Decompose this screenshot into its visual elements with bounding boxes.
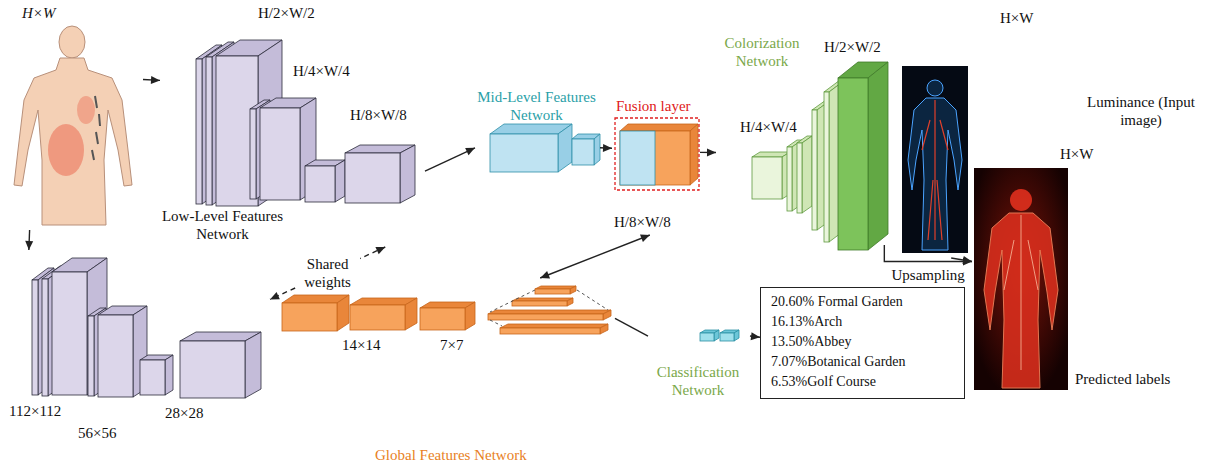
node-label: H×W bbox=[1060, 145, 1093, 163]
node-label: 28×28 bbox=[165, 404, 203, 422]
mid-level-network: Mid-Level Features Network bbox=[475, 88, 600, 180]
global-dashes bbox=[490, 290, 608, 326]
caption-label: Predicted labels bbox=[1075, 370, 1170, 388]
connector bbox=[270, 247, 385, 299]
node-label: 16.13%Arch bbox=[771, 314, 842, 331]
layer-block bbox=[420, 302, 475, 330]
classification-network: Classification Network bbox=[648, 325, 750, 410]
layer-block bbox=[140, 355, 173, 395]
layer-block bbox=[838, 62, 888, 250]
layer-block bbox=[752, 152, 790, 199]
fusion-mid-half bbox=[620, 131, 655, 185]
connector bbox=[25, 230, 33, 250]
colorization-network: Colorization NetworkH/4×W/4 H/2×W/2 bbox=[716, 30, 897, 245]
connector bbox=[700, 148, 716, 156]
node-label: 7.07%Botanical Garden bbox=[771, 354, 906, 371]
luminance-image bbox=[902, 66, 968, 253]
connector bbox=[951, 256, 972, 264]
layer-block bbox=[180, 332, 261, 398]
global-network: 14×14 7×7Global Features Network bbox=[275, 278, 615, 470]
node-label: 20.60% Formal Garden bbox=[771, 294, 903, 311]
layer-block bbox=[490, 124, 572, 172]
connector bbox=[884, 245, 972, 266]
connector-label: Upsampling bbox=[889, 266, 966, 284]
node-label: H/4×W/4 bbox=[293, 62, 350, 80]
connector bbox=[425, 148, 475, 171]
node-label: H/4×W/4 bbox=[740, 118, 797, 136]
node-label: Luminance (Input image) bbox=[1076, 93, 1206, 129]
layer-block bbox=[535, 286, 576, 294]
output-image: H×W bbox=[972, 145, 1112, 393]
node-label: Colorization Network bbox=[716, 34, 808, 70]
node-label: H/2×W/2 bbox=[824, 38, 881, 56]
connector bbox=[750, 332, 760, 340]
input-figure bbox=[14, 26, 132, 225]
layer-block bbox=[345, 145, 415, 203]
node-label: Fusion layer bbox=[616, 97, 691, 115]
layer-block bbox=[797, 136, 812, 213]
low-level-network: H/2×W/2H/4×W/4H/8×W/8Low-Level Features … bbox=[160, 2, 425, 247]
layer-block bbox=[500, 324, 608, 334]
node-label: H×W bbox=[1000, 9, 1033, 27]
layer-block bbox=[350, 298, 417, 330]
node-label: 6.53%Golf Course bbox=[771, 374, 876, 391]
layer-block bbox=[282, 295, 349, 331]
fusion-outline bbox=[615, 118, 699, 190]
fusion-layer: Fusion layerH/8×W/8 bbox=[612, 95, 700, 235]
node-label: 56×56 bbox=[78, 424, 116, 442]
node-label: Global Features Network bbox=[375, 446, 527, 464]
input-image: H×W bbox=[8, 2, 143, 230]
node-label: 112×112 bbox=[9, 402, 61, 420]
node-label: H/2×W/2 bbox=[258, 4, 315, 22]
node-label: H/8×W/8 bbox=[350, 106, 407, 124]
predicted-labels-box: 20.60% Formal Garden 16.13%Arch 13.50%Abbe… bbox=[760, 287, 965, 399]
output-image bbox=[974, 168, 1068, 390]
connector-label: Shared weights bbox=[296, 255, 360, 291]
connector bbox=[540, 235, 650, 279]
layer-block bbox=[720, 330, 739, 341]
node-label: 7×7 bbox=[440, 336, 463, 354]
node-label: Classification Network bbox=[648, 363, 748, 399]
connector bbox=[600, 144, 612, 152]
node-label: 13.50%Abbey bbox=[771, 334, 852, 351]
connector bbox=[143, 76, 160, 84]
node-label: 14×14 bbox=[342, 336, 380, 354]
luminance-image: H×W Luminance (Input image) bbox=[898, 5, 1211, 258]
layer-block bbox=[488, 310, 611, 320]
layer-block bbox=[512, 298, 573, 306]
node-label: Low-Level Features Network bbox=[160, 207, 285, 243]
node-label: H×W bbox=[22, 4, 55, 22]
layer-block bbox=[620, 124, 698, 185]
low-level-network-copy: 112×112 56×56 28×28 bbox=[5, 250, 270, 465]
node-label: Mid-Level Features Network bbox=[475, 88, 598, 124]
layer-block bbox=[700, 330, 719, 341]
layer-block bbox=[572, 134, 600, 165]
layer-block bbox=[305, 160, 345, 202]
node-label: H/8×W/8 bbox=[614, 213, 671, 231]
connector bbox=[615, 318, 648, 336]
